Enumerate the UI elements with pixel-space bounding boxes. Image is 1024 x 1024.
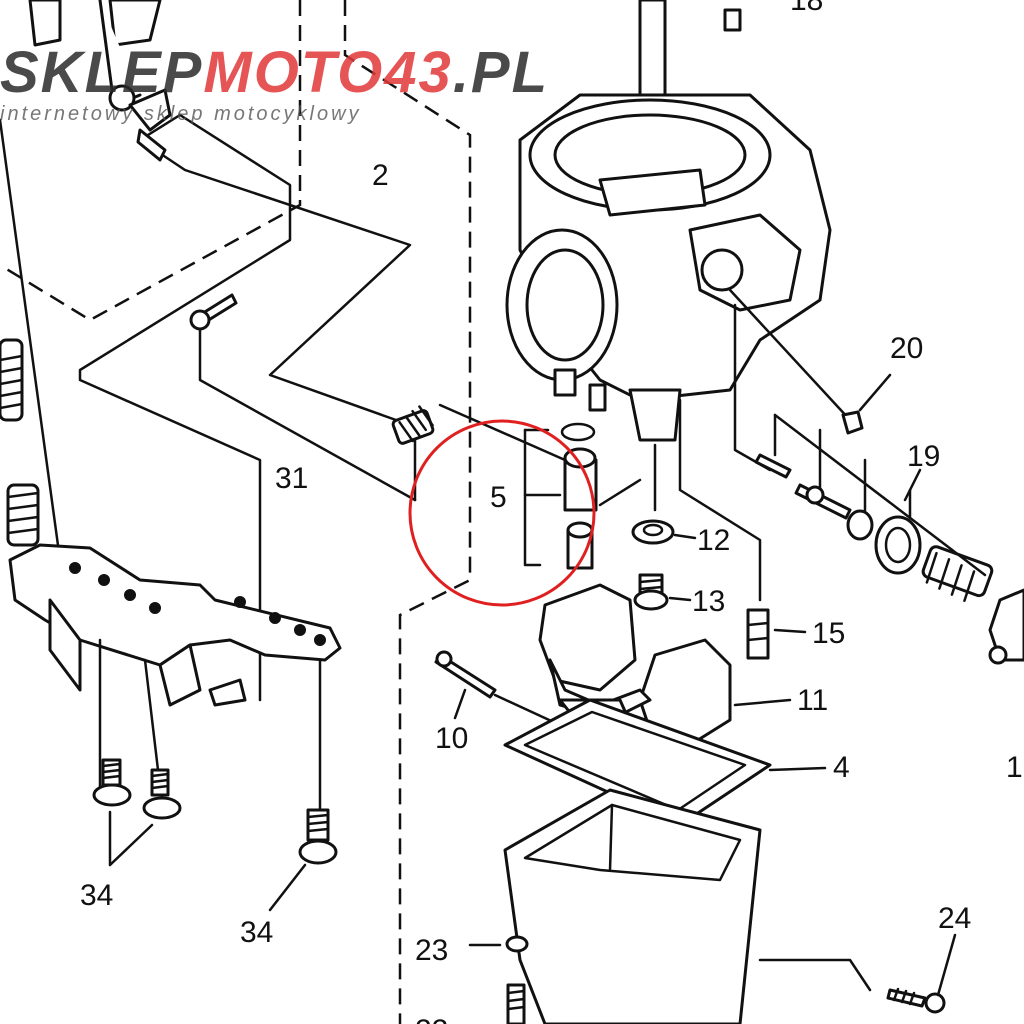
pilot-screw-assembly-19 bbox=[754, 413, 1024, 665]
left-springs bbox=[0, 338, 40, 547]
watermark: SKLEPMOTO43.PL internetowy sklep motocyk… bbox=[0, 40, 549, 125]
bracket-spring bbox=[391, 405, 435, 445]
bolt-34-right bbox=[298, 808, 338, 865]
label-12: 12 bbox=[697, 524, 730, 557]
label-13: 13 bbox=[692, 585, 725, 618]
jet-15 bbox=[746, 608, 807, 660]
label-18: 18 bbox=[790, 0, 823, 17]
highlight-circle bbox=[408, 419, 596, 607]
label-23: 23 bbox=[415, 934, 448, 967]
bracket-screw bbox=[189, 293, 238, 331]
part-5-needle-jet bbox=[523, 428, 598, 570]
label-1: 1 bbox=[1006, 751, 1023, 784]
throttle-linkage bbox=[0, 0, 172, 562]
bolt-34-left-a bbox=[92, 758, 132, 807]
float-bowl bbox=[503, 788, 872, 1024]
carburetor-body bbox=[505, 0, 852, 602]
part-labels: 2 4 5 10 11 12 13 15 18 19 20 23 24 31 3… bbox=[80, 0, 1023, 1024]
label-22: 22 bbox=[415, 1014, 448, 1024]
label-4: 4 bbox=[833, 751, 850, 784]
bolt-34-leaders bbox=[108, 810, 307, 912]
label-11: 11 bbox=[797, 684, 828, 717]
label-15: 15 bbox=[812, 617, 845, 650]
watermark-brand-dark: SKLEP bbox=[0, 40, 203, 105]
watermark-brand-red: MOTO43 bbox=[203, 40, 452, 105]
bolt-34-left-b bbox=[142, 768, 182, 820]
label-24: 24 bbox=[938, 902, 971, 935]
screw-24 bbox=[886, 933, 957, 1014]
watermark-tagline: internetowy sklep motocyklowy bbox=[0, 103, 362, 125]
label-19: 19 bbox=[907, 440, 940, 473]
washer-12 bbox=[631, 519, 697, 545]
label-34-right: 34 bbox=[240, 916, 273, 949]
label-2: 2 bbox=[372, 159, 389, 192]
assembly-boundary bbox=[0, 0, 472, 1024]
throttle-bracket-arm bbox=[8, 543, 342, 812]
screw-23 bbox=[468, 935, 529, 953]
o-ring bbox=[560, 422, 596, 442]
label-34-left: 34 bbox=[80, 879, 113, 912]
watermark-brand-suffix: .PL bbox=[453, 40, 549, 105]
watermark-brand: SKLEPMOTO43.PL bbox=[0, 40, 549, 105]
label-10: 10 bbox=[435, 722, 468, 755]
nut-20 bbox=[841, 373, 892, 435]
float-pin-10 bbox=[434, 650, 562, 727]
screw-22 bbox=[506, 983, 526, 1024]
label-5: 5 bbox=[490, 481, 507, 514]
label-31: 31 bbox=[275, 462, 308, 495]
jet-13 bbox=[633, 573, 692, 611]
label-20: 20 bbox=[890, 332, 923, 365]
